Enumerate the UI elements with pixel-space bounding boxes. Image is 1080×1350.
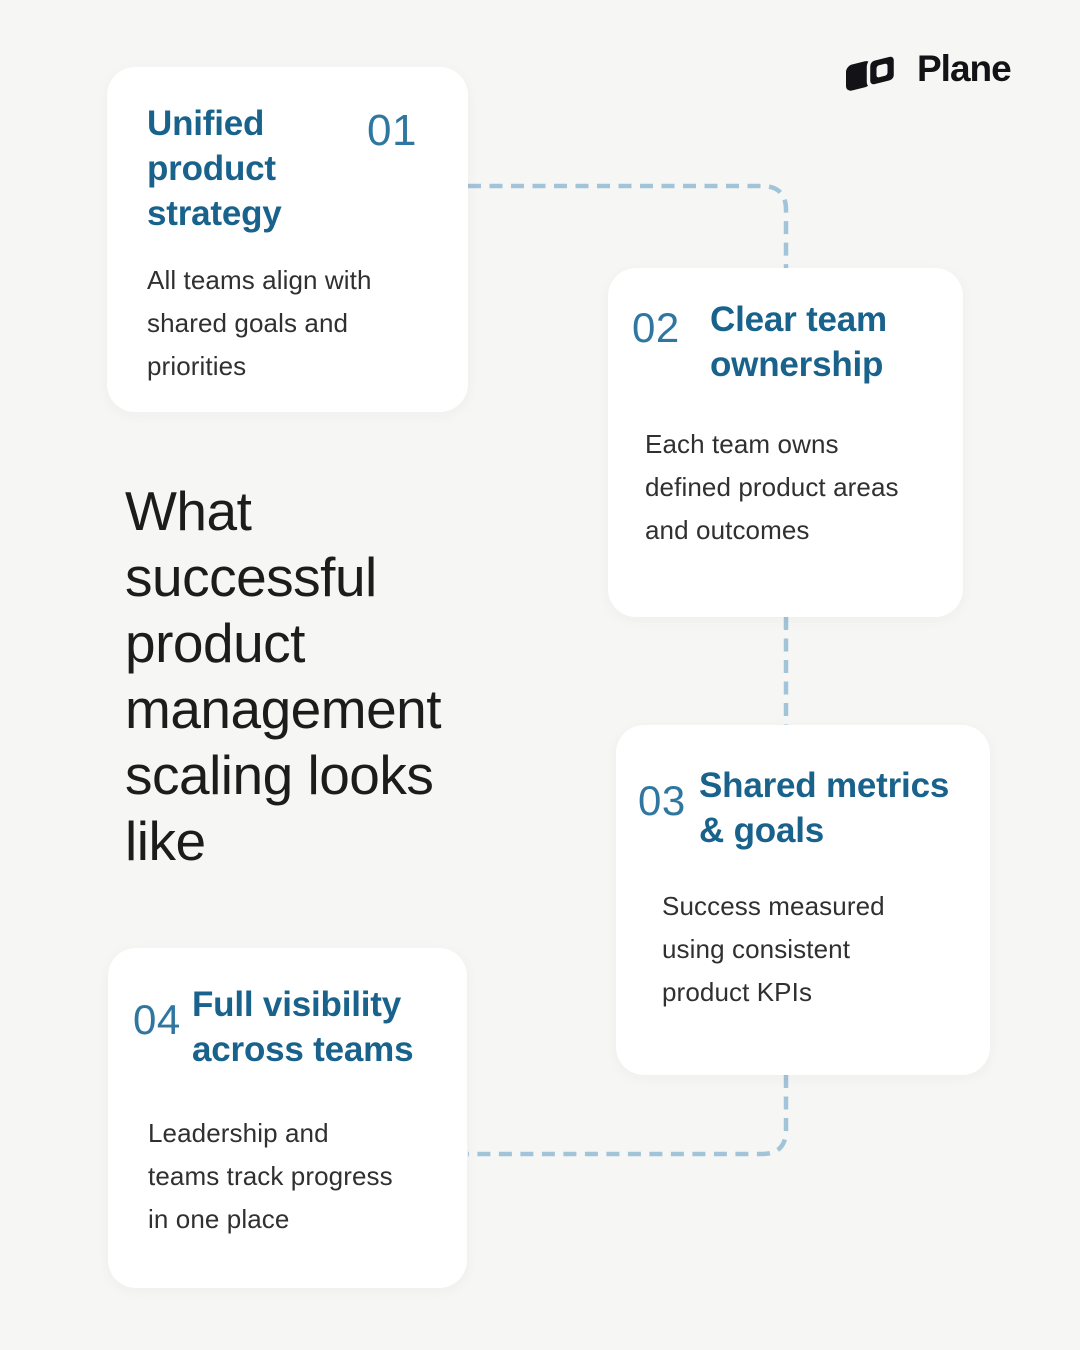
plane-logo-text: Plane [917,48,1012,89]
page-title: What successful product management scali… [125,480,442,872]
card3-title: Shared metrics & goals [699,766,950,850]
card4-number: 04 [133,996,181,1043]
card-clear-team-ownership: 02 Clear team ownership Each team owns d… [608,268,963,617]
card1-description: All teams align with shared goals and pr… [147,265,372,381]
card4-title: Full visibility across teams [192,985,414,1069]
connector-card1-card2 [468,183,789,268]
card1-number: 01 [367,106,417,155]
card3-number: 03 [638,777,686,824]
card-full-visibility-across-teams: 04 Full visibility across teams Leadersh… [108,948,467,1288]
plane-logo-icon [846,53,898,91]
card1-title: Unified product strategy [147,104,282,233]
plane-logo: Plane [844,46,1012,92]
card-unified-product-strategy: Unified product strategy 01 All teams al… [107,67,468,412]
card-shared-metrics-goals: 03 Shared metrics & goals Success measur… [616,725,990,1075]
card3-description: Success measured using consistent produc… [662,891,885,1007]
card2-description: Each team owns defined product areas and… [645,429,899,545]
card4-description: Leadership and teams track progress in o… [148,1118,393,1234]
card2-title: Clear team ownership [710,300,887,384]
connector-card3-card4 [468,1075,789,1157]
card2-number: 02 [632,304,680,351]
